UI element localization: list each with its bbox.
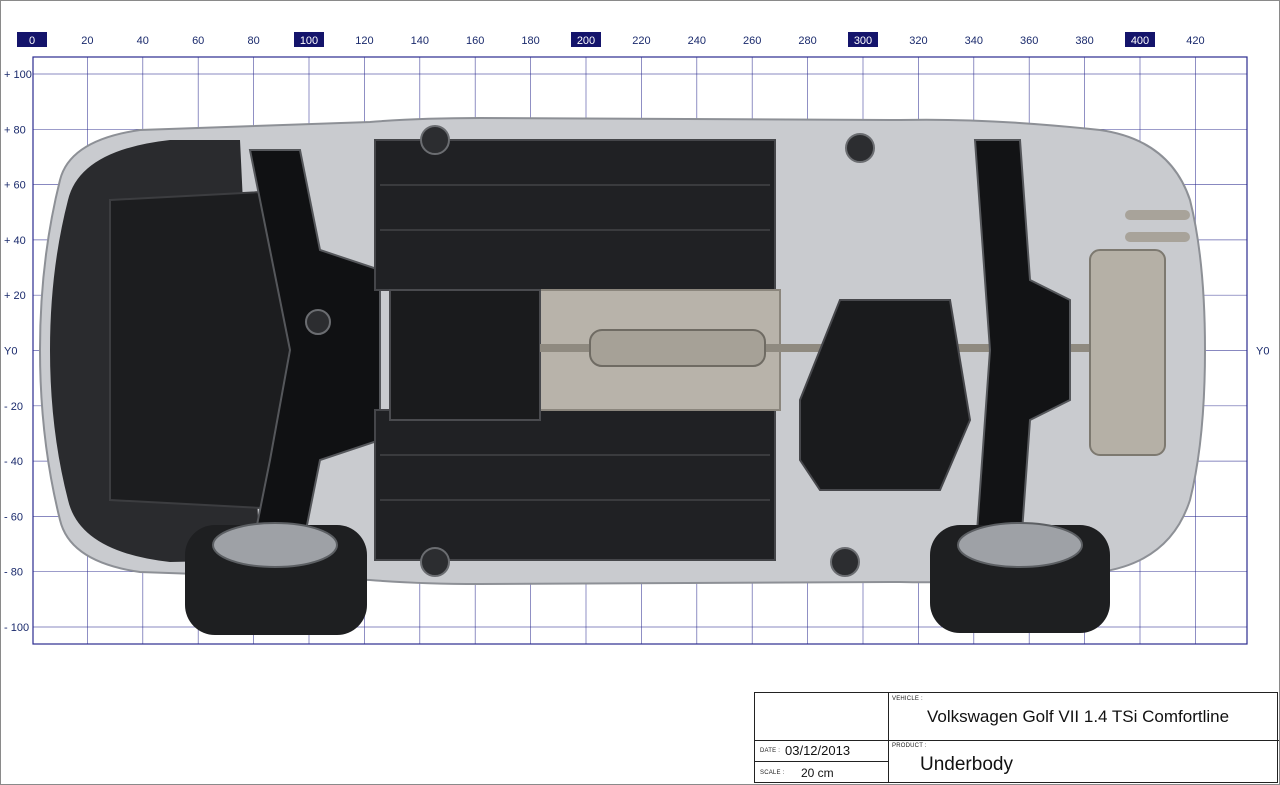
mounting-points <box>305 125 875 577</box>
product-name: Underbody <box>920 754 1013 775</box>
front-subframe <box>248 149 381 561</box>
x-tick-highlight <box>1125 32 1155 47</box>
tailpipe-lower <box>1125 232 1190 242</box>
x-tick-label: 220 <box>632 35 650 47</box>
x-tick-label: 160 <box>466 35 484 47</box>
front-wheel <box>185 522 367 635</box>
y-tick-label: - 100 <box>4 622 29 634</box>
logo-box <box>755 693 889 741</box>
x-tick-label: 320 <box>909 35 927 47</box>
y-zero-right-label: Y0 <box>1256 346 1269 358</box>
scale-label: SCALE : <box>760 770 785 776</box>
rear-wheel <box>930 522 1110 633</box>
x-tick-label: 380 <box>1075 35 1093 47</box>
date-cell: DATE : 03/12/2013 <box>755 741 889 762</box>
x-tick-highlight <box>571 32 601 47</box>
vehicle-label: VEHICLE : <box>892 696 923 702</box>
y-tick-label: + 100 <box>4 69 32 81</box>
product-label: PRODUCT : <box>892 743 927 749</box>
y-tick-label: + 40 <box>4 235 26 247</box>
x-tick-label: 340 <box>965 35 983 47</box>
date-value: 03/12/2013 <box>785 743 851 758</box>
y-tick-label: - 20 <box>4 401 23 413</box>
x-tick-label: 60 <box>192 35 204 47</box>
vehicle-underbody <box>38 116 1207 635</box>
y-tick-label: - 40 <box>4 456 23 468</box>
floor-ribs <box>380 184 770 501</box>
x-tick-label: 180 <box>521 35 539 47</box>
y-tick-label: Y0 <box>4 346 17 358</box>
rear-axle <box>973 139 1071 561</box>
x-tick-highlight <box>848 32 878 47</box>
x-tick-label: 200 <box>577 35 595 47</box>
underbody-diagram: 0 20 40 60 80 100 120 140 160 180 200 220 240 260 280 3… <box>4 32 1269 645</box>
tunnel-cover <box>389 289 541 421</box>
y-tick-label: - 80 <box>4 567 23 579</box>
x-tick-label: 80 <box>247 35 259 47</box>
product-cell: PRODUCT : Underbody <box>889 741 1279 783</box>
title-block: DATE : 03/12/2013 SCALE : 20 cm VEHICLE … <box>754 692 1279 783</box>
center-muffler <box>589 329 766 367</box>
x-tick-label: 40 <box>137 35 149 47</box>
x-tick-label: 140 <box>411 35 429 47</box>
fuel-tank <box>799 299 972 491</box>
x-tick-label: 240 <box>688 35 706 47</box>
x-tick-highlight <box>17 32 47 47</box>
scale-value: 20 cm <box>801 766 834 780</box>
x-tick-label: 420 <box>1186 35 1204 47</box>
x-tick-label: 400 <box>1131 35 1149 47</box>
x-tick-label: 100 <box>300 35 318 47</box>
y-tick-label: + 60 <box>4 180 26 192</box>
date-label: DATE : <box>760 748 781 754</box>
y-tick-label: + 80 <box>4 124 26 136</box>
x-tick-label: 20 <box>81 35 93 47</box>
rear-muffler <box>1089 249 1166 456</box>
tailpipe-upper <box>1125 210 1190 220</box>
x-tick-highlight <box>294 32 324 47</box>
x-tick-label: 300 <box>854 35 872 47</box>
y-tick-label: - 60 <box>4 511 23 523</box>
floor-panel-left <box>374 139 776 291</box>
scale-cell: SCALE : 20 cm <box>755 762 889 783</box>
y-tick-label: + 20 <box>4 290 26 302</box>
vehicle-name: Volkswagen Golf VII 1.4 TSi Comfortline <box>927 707 1230 726</box>
x-tick-label: 0 <box>29 35 35 47</box>
floor-panel-right <box>374 409 776 561</box>
x-tick-label: 120 <box>355 35 373 47</box>
x-tick-label: 360 <box>1020 35 1038 47</box>
vehicle-cell: VEHICLE : Volkswagen Golf VII 1.4 TSi Co… <box>889 693 1279 741</box>
x-tick-label: 280 <box>798 35 816 47</box>
x-tick-label: 260 <box>743 35 761 47</box>
